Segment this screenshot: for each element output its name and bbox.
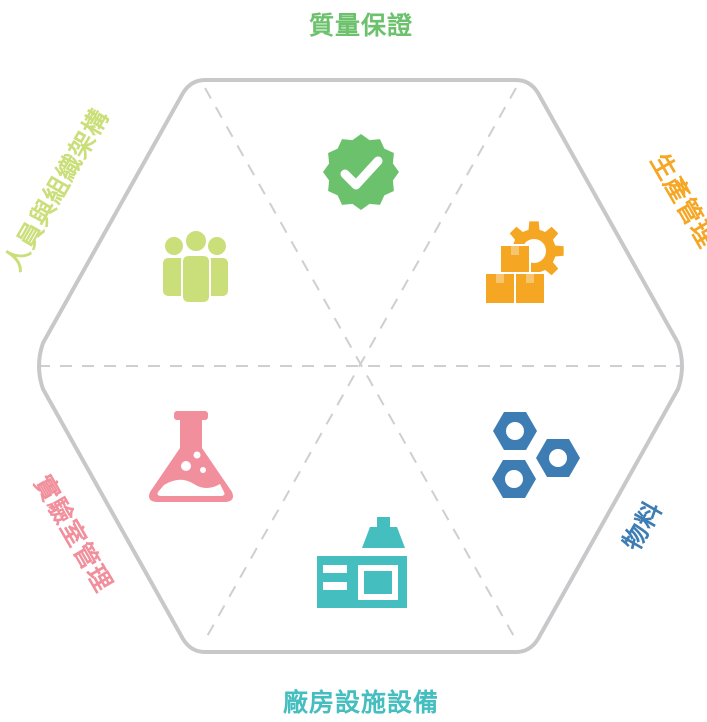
label-production: 生產管理 — [645, 148, 707, 253]
label-personnel: 人員與組織架構 — [0, 104, 115, 276]
label-quality: 質量保證 — [309, 11, 413, 40]
verified-badge-icon — [323, 134, 399, 210]
label-laboratory: 實驗室管理 — [28, 470, 118, 597]
label-facilities: 廠房設施設備 — [283, 688, 439, 717]
divider-lines — [38, 87, 682, 641]
factory-kitchen-icon — [317, 517, 407, 608]
divider-diagonal-up — [204, 87, 517, 641]
hexagon-outline — [37, 78, 684, 654]
lab-flask-icon — [149, 411, 233, 502]
people-group-icon — [163, 229, 228, 304]
hex-nuts-icon — [492, 412, 580, 498]
gear-boxes-icon — [484, 221, 564, 305]
label-materials: 物料 — [617, 496, 668, 556]
